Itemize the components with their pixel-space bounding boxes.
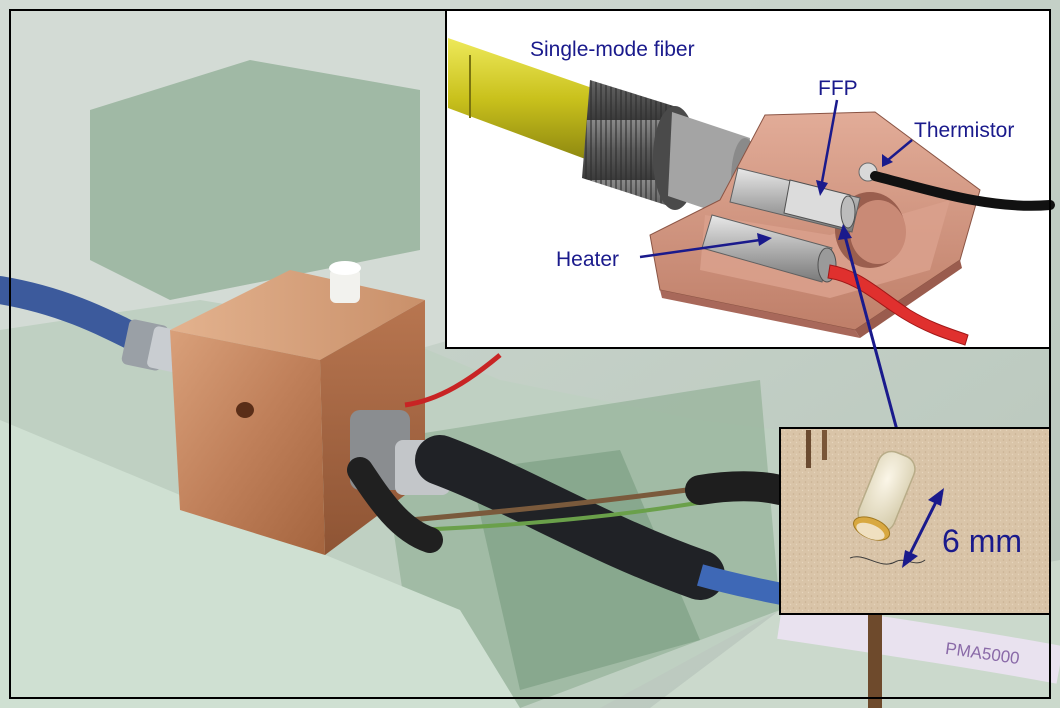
label-ffp: FFP: [818, 77, 858, 100]
label-single-mode-fiber: Single-mode fiber: [530, 38, 695, 61]
outer-frame: [9, 9, 1051, 699]
label-heater: Heater: [556, 248, 619, 271]
label-thermistor: Thermistor: [914, 119, 1014, 142]
scale-arrow: [902, 488, 944, 568]
annotation-arrows: [639, 99, 913, 461]
ffp-photo-inset: 6 mm: [779, 427, 1051, 615]
cad-inset: Single-mode fiber FFP Thermistor Heater: [445, 9, 1055, 461]
scale-label: 6 mm: [942, 523, 1022, 559]
